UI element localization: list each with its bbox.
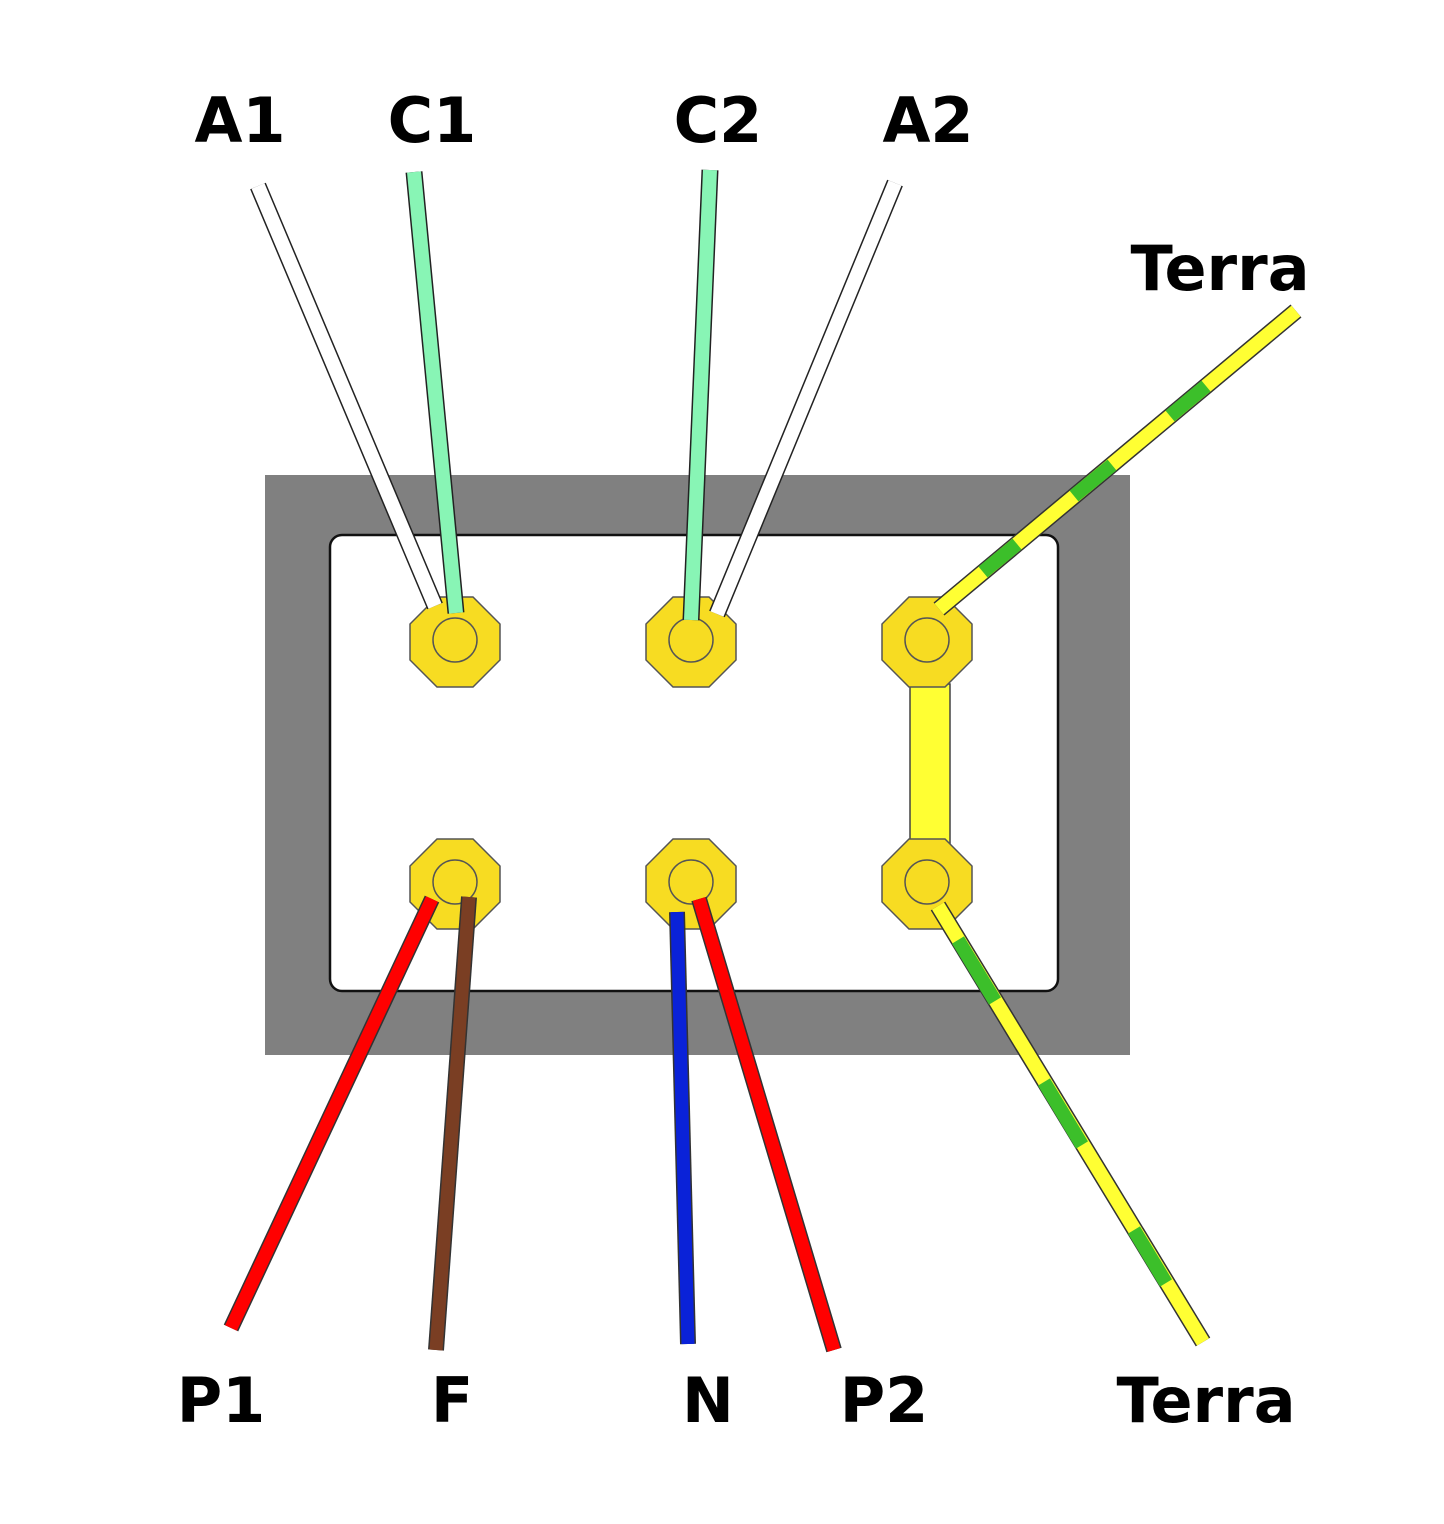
- wire-c1: [407, 171, 463, 614]
- label-a1: A1: [194, 84, 285, 157]
- wire-p2: [692, 897, 841, 1352]
- earth-wire-top-stripe: [978, 538, 1022, 578]
- terminal-stud: [904, 859, 950, 905]
- terminal-top-right: [881, 596, 973, 688]
- earth-wire-bottom-stripe: [1128, 1226, 1172, 1287]
- wire-a1: [251, 183, 442, 609]
- terminal-stud: [904, 617, 950, 663]
- terminal-stud: [432, 617, 478, 663]
- terminal-stud: [668, 859, 714, 905]
- label-c1: C1: [388, 84, 477, 157]
- label-c2: C2: [674, 84, 763, 157]
- wire-c2: [684, 169, 717, 621]
- terminal-top-left: [409, 596, 501, 688]
- wire-p1: [225, 896, 438, 1331]
- earth-wire-top-stripe: [1165, 380, 1211, 422]
- label-p1: P1: [177, 1364, 266, 1437]
- earth-bridge: [909, 683, 951, 845]
- wire-a2: [710, 180, 902, 617]
- earth-wire-top: [933, 304, 1302, 616]
- terminal-bottom-right: [881, 838, 973, 930]
- terminal-bottom-middle: [645, 838, 737, 930]
- terminals: [409, 596, 973, 930]
- terminal-stud: [432, 859, 478, 905]
- bottom-wires: [223, 895, 842, 1353]
- top-wires: [250, 169, 903, 621]
- wire-n: [670, 911, 695, 1345]
- label-a2: A2: [882, 84, 973, 157]
- label-terra-top: Terra: [1130, 232, 1309, 305]
- earth-wire-top-stripe: [1069, 459, 1117, 502]
- earth-wire-bottom-stripe: [1038, 1078, 1088, 1149]
- label-n: N: [682, 1364, 734, 1437]
- earth-wire-bottom: [930, 901, 1211, 1347]
- earth-wire-bottom-stripe: [952, 936, 1001, 1005]
- label-terra-bottom: Terra: [1116, 1364, 1295, 1437]
- label-p2: P2: [840, 1364, 929, 1437]
- label-f: F: [431, 1364, 473, 1437]
- wire-f: [429, 896, 476, 1351]
- terminal-stud: [668, 617, 714, 663]
